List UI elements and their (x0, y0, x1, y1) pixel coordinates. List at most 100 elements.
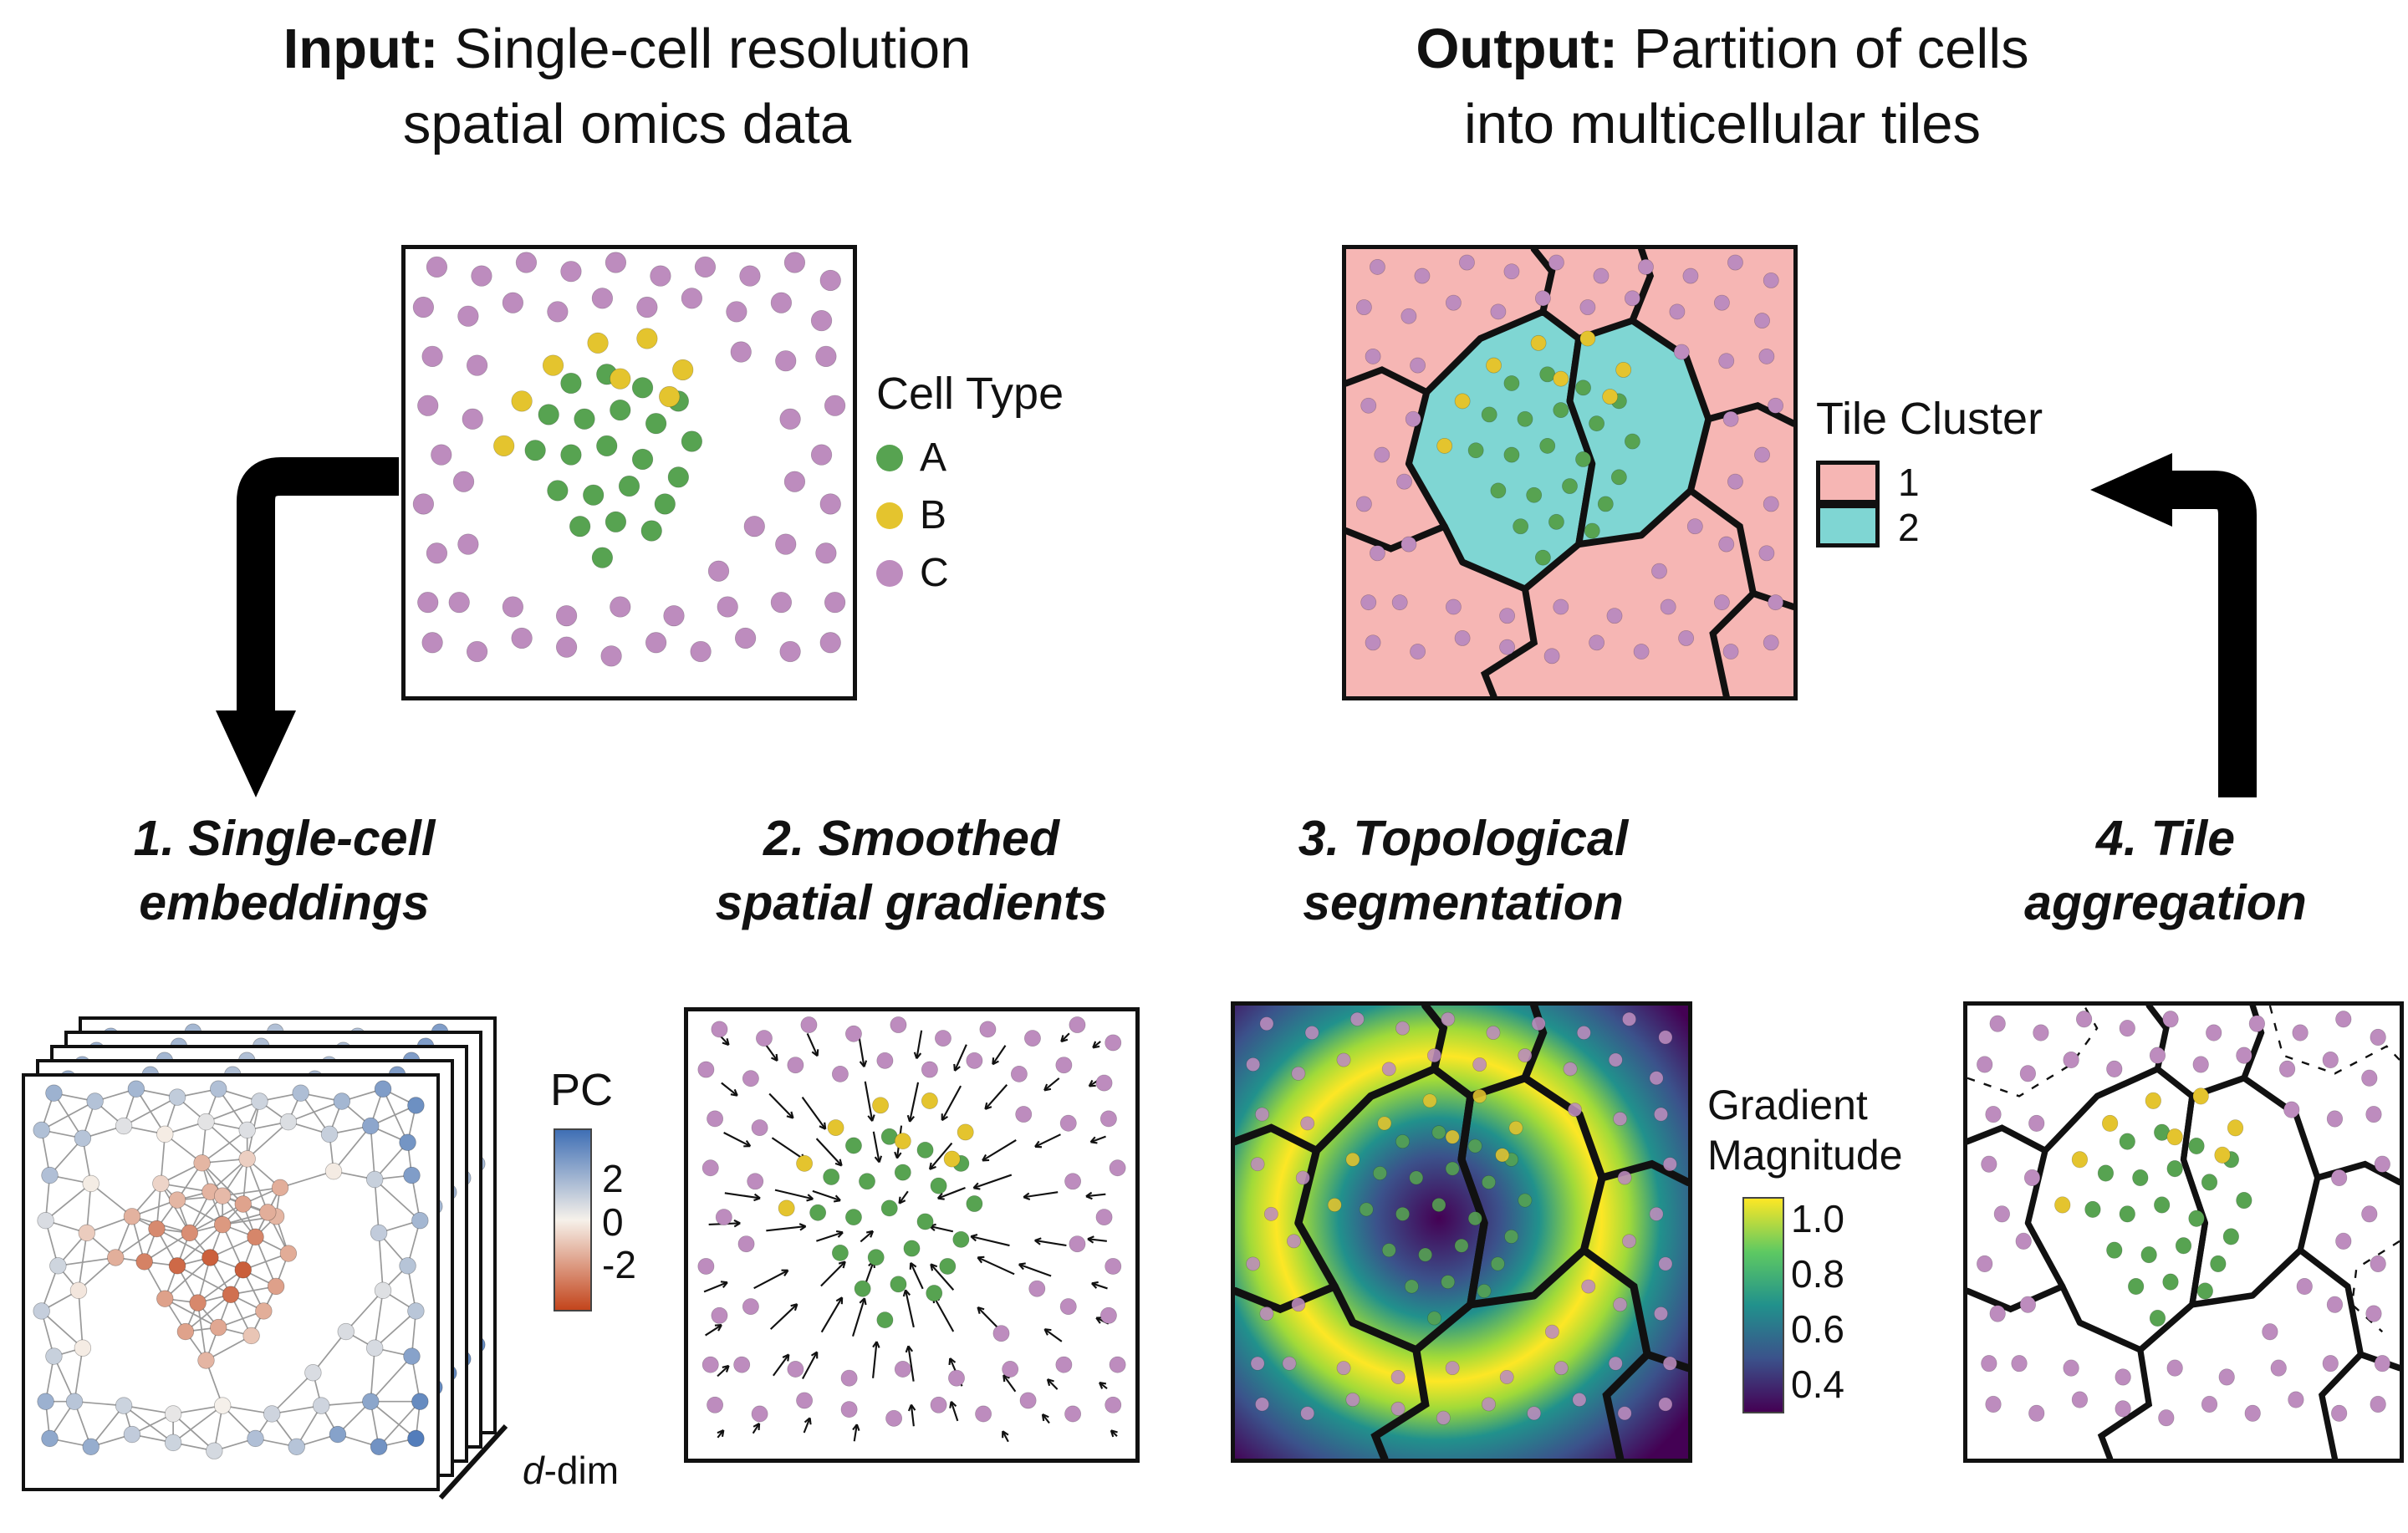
gradient-arrow (1090, 1135, 1106, 1143)
step-2-line2: spatial gradients (715, 874, 1108, 930)
cell-dot (800, 1016, 818, 1034)
cell-dot (1579, 330, 1596, 347)
cell-dot (2019, 1065, 2036, 1082)
cell-dot (1481, 406, 1497, 423)
cell-dot (2106, 1241, 2123, 1259)
cell-dot (2011, 1355, 2028, 1373)
embedding-node (49, 1257, 67, 1275)
gradient-arrow (853, 1424, 858, 1442)
cell-dot (1597, 496, 1614, 512)
graph-edge (382, 1088, 409, 1143)
gradient-arrowhead (863, 1297, 867, 1306)
embedding-node (41, 1166, 59, 1184)
gradient-arrowhead (859, 1061, 865, 1067)
embedding-node (213, 1187, 232, 1204)
gradient-arrowhead (1002, 1374, 1010, 1379)
cell-dot (751, 1405, 768, 1423)
cell-dot (1482, 1174, 1496, 1189)
cell-type-b-label: B (920, 493, 947, 537)
cell-dot (934, 1030, 951, 1047)
cell-dot (1336, 1052, 1351, 1067)
gradient-arrowhead (775, 1053, 778, 1062)
gradient-arrowhead (907, 1404, 912, 1412)
cell-dot (1099, 1306, 1117, 1324)
gradient-arrow (858, 1036, 865, 1067)
embedding-node (86, 1092, 104, 1110)
cell-dot (1713, 294, 1730, 311)
cell-dot (966, 1052, 983, 1069)
gradient-arrowhead (770, 1057, 778, 1062)
aggregation-svg (1967, 1006, 2400, 1459)
tile-boundary (1346, 522, 1448, 553)
cell-dot (1584, 522, 1600, 539)
graph-edge (189, 1195, 223, 1234)
cell-dot (2119, 1020, 2135, 1037)
graph-edge (48, 1138, 84, 1176)
cell-dot (1553, 370, 1569, 387)
cell-dot (2370, 1028, 2386, 1047)
cell-dot (2262, 1323, 2278, 1341)
cell-dot (1727, 473, 1743, 490)
cell-dot (827, 1119, 844, 1137)
gradient-arrowhead (733, 1088, 738, 1097)
cell-dot (1490, 303, 1507, 320)
cell-dot (2075, 1011, 2093, 1028)
cell-dot (2201, 1395, 2218, 1413)
embedding-node (374, 1080, 392, 1098)
embedding-node (407, 1429, 425, 1448)
d-dim-label: d-dim (523, 1448, 619, 1493)
cell-dot (1686, 518, 1703, 535)
cell-dot (1624, 290, 1640, 307)
gradient-arrowhead (906, 1114, 911, 1123)
embedding-node (168, 1257, 186, 1275)
cell-dot (1372, 1166, 1387, 1180)
tile-boundary (2241, 1006, 2265, 1082)
embedding-node (65, 1393, 84, 1410)
embedding-node (370, 1224, 388, 1242)
cell-dot (730, 341, 752, 363)
gradient-arrowhead (1018, 1263, 1024, 1271)
cell-dot (1977, 1255, 1993, 1273)
cell-dot (2218, 1368, 2235, 1386)
embedding-node (407, 1097, 425, 1114)
gradient-arrowhead (949, 1357, 957, 1363)
gradient-arrowhead (1087, 1238, 1094, 1244)
gradient-arrow (970, 1235, 1010, 1247)
cell-dot (1486, 1026, 1501, 1040)
cell-dot (2296, 1277, 2313, 1296)
graph-edge (374, 1179, 380, 1234)
tile-cluster-item-2: 2 (1816, 503, 2043, 550)
cell-dot (755, 1030, 773, 1047)
cell-dot (952, 1230, 970, 1248)
embedding-node (82, 1174, 99, 1193)
gradient-arrowhead (928, 1162, 932, 1170)
cell-dot (2331, 1404, 2348, 1422)
cell-dot (645, 413, 667, 435)
gradient-arrowhead (722, 1281, 728, 1288)
gradient-arrowhead (985, 1106, 992, 1110)
cell-dot (1658, 1256, 1673, 1271)
cell-dot (1095, 1074, 1113, 1092)
embedding-node (362, 1393, 380, 1410)
embedding-node (193, 1154, 211, 1172)
cell-dot (547, 480, 569, 502)
graph-edge (41, 1100, 96, 1131)
gradient-arrow (816, 1231, 844, 1242)
gradient-arrow (771, 1137, 806, 1161)
cell-dot (1300, 1116, 1315, 1131)
cell-dot (2335, 1232, 2352, 1250)
cell-dot (1095, 1209, 1113, 1226)
cell-dot (1610, 469, 1627, 486)
gradient-arrow (852, 1297, 866, 1337)
embedding-node (324, 1162, 343, 1180)
cell-dot (1105, 1396, 1122, 1413)
gradient-arrow (766, 1225, 806, 1232)
embedding-node (45, 1084, 63, 1102)
gradient-arrowhead (992, 1057, 995, 1065)
input-title-rest: Single-cell resolution (438, 18, 972, 80)
cell-dot (1467, 1138, 1482, 1154)
gm-tick-label: 0.4 (1791, 1362, 1844, 1407)
cell-dot (1002, 1361, 1019, 1378)
gradient-arrowhead (910, 1261, 917, 1268)
gradient-arrow (860, 1230, 874, 1243)
